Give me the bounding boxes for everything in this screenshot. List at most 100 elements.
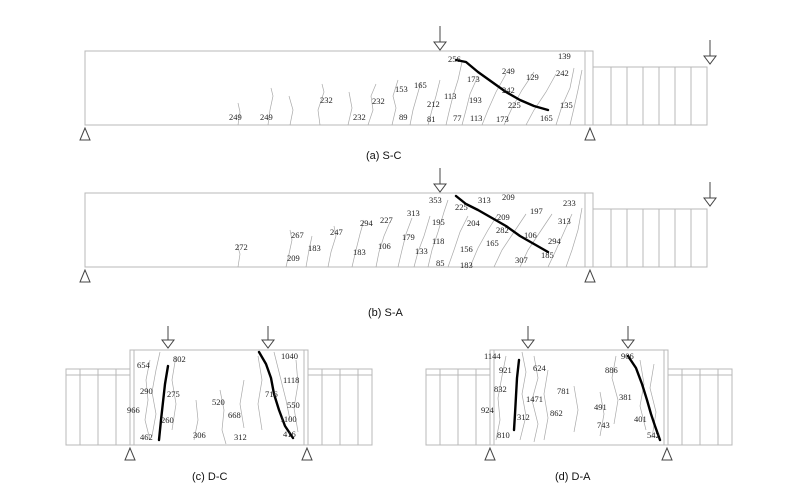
- crack-load-label: 232: [320, 95, 333, 105]
- crack-load-label: 313: [478, 195, 491, 205]
- minor-cracks: [495, 351, 657, 443]
- load-arrow: [621, 326, 635, 349]
- crack-load-label: 165: [486, 238, 499, 248]
- load-arrow: [261, 326, 275, 349]
- crack-load-label: 249: [229, 112, 242, 122]
- crack-load-label: 133: [415, 246, 428, 256]
- crack-load-label: 542: [647, 430, 660, 440]
- crack-load-label: 242: [502, 85, 515, 95]
- crack-load-label: 906: [621, 351, 634, 361]
- crack-load-label: 921: [499, 365, 512, 375]
- crack-load-label: 225: [455, 202, 468, 212]
- support-triangle: [584, 268, 596, 283]
- load-arrow: [433, 168, 447, 193]
- load-arrow: [521, 326, 535, 349]
- crack-load-label: 232: [353, 112, 366, 122]
- minor-cracks: [144, 351, 299, 445]
- support-triangle: [79, 126, 91, 141]
- crack-load-label: 743: [597, 420, 610, 430]
- crack-load-label: 113: [444, 91, 456, 101]
- crack-load-label: 225: [508, 100, 521, 110]
- crack-load-label: 654: [137, 360, 151, 370]
- crack-load-label: 832: [494, 384, 507, 394]
- crack-load-label: 260: [161, 415, 174, 425]
- major-shear-crack: [257, 350, 295, 440]
- crack-load-label: 307: [515, 255, 528, 265]
- crack-load-label: 209: [287, 253, 300, 263]
- crack-load-label: 135: [560, 100, 573, 110]
- crack-load-label: 924: [481, 405, 495, 415]
- crack-load-label: 106: [378, 241, 391, 251]
- crack-load-label: 85: [436, 258, 445, 268]
- crack-load-label: 1040: [281, 351, 298, 361]
- beam-test-region: [84, 192, 586, 268]
- crack-load-label: 1471: [526, 394, 543, 404]
- support-triangle: [584, 126, 596, 141]
- crack-load-label: 204: [467, 218, 481, 228]
- stirrups: [610, 67, 692, 125]
- crack-load-label: 886: [605, 365, 618, 375]
- crack-load-label: 313: [558, 216, 571, 226]
- crack-load-label: 197: [530, 206, 543, 216]
- crack-load-label: 185: [541, 250, 554, 260]
- crack-load-label: 624: [533, 363, 547, 373]
- crack-load-label: 313: [407, 208, 420, 218]
- crack-load-label: 1100: [280, 414, 297, 424]
- crack-load-label: 781: [557, 386, 570, 396]
- major-shear-crack: [512, 358, 521, 432]
- crack-load-label: 165: [540, 113, 553, 123]
- crack-load-label: 139: [558, 51, 571, 61]
- crack-load-label: 247: [330, 227, 343, 237]
- support-triangle: [124, 446, 136, 461]
- minor-cracks: [236, 199, 583, 268]
- load-arrow: [433, 26, 447, 51]
- crack-load-label: 173: [467, 74, 480, 84]
- crack-load-label: 209: [502, 192, 515, 202]
- crack-load-label: 183: [353, 247, 366, 257]
- panel-caption: (a) S-C: [366, 150, 402, 162]
- crack-load-label: 232: [372, 96, 385, 106]
- crack-load-label: 106: [524, 230, 537, 240]
- crack-load-label: 249: [502, 66, 515, 76]
- stirrups: [610, 209, 692, 267]
- stiff-end-frame: [592, 66, 708, 126]
- panel-caption: (b) S-A: [368, 307, 404, 319]
- crack-load-label: 118: [432, 236, 444, 246]
- minor-cracks: [237, 61, 583, 126]
- crack-load-label: 491: [594, 402, 607, 412]
- crack-load-label: 462: [140, 432, 153, 442]
- crack-load-label: 294: [548, 236, 562, 246]
- crack-load-label: 275: [167, 389, 180, 399]
- crack-load-label: 242: [556, 68, 569, 78]
- crack-load-label: 272: [235, 242, 248, 252]
- crack-load-label: 802: [173, 354, 186, 364]
- support-triangle: [661, 446, 673, 461]
- major-shear-crack: [454, 194, 550, 254]
- crack-load-label: 89: [399, 112, 408, 122]
- support-triangle: [301, 446, 313, 461]
- crack-load-label: 716: [265, 389, 278, 399]
- deep-beam: [129, 349, 309, 446]
- panel-caption: (c) D-C: [192, 471, 227, 483]
- crack-load-label: 193: [469, 95, 482, 105]
- crack-load-label: 156: [460, 244, 473, 254]
- crack-load-label: 233: [563, 198, 576, 208]
- crack-load-label: 290: [140, 386, 153, 396]
- crack-load-label: 179: [402, 232, 415, 242]
- major-shear-crack: [626, 354, 662, 442]
- stiff-end-frame: [592, 208, 708, 268]
- crack-load-label: 810: [497, 430, 510, 440]
- crack-load-label: 165: [414, 80, 427, 90]
- beam-stiff-end: [585, 192, 708, 268]
- crack-load-label: 294: [360, 218, 374, 228]
- crack-load-label: 306: [193, 430, 206, 440]
- crack-load-label: 209: [497, 212, 510, 222]
